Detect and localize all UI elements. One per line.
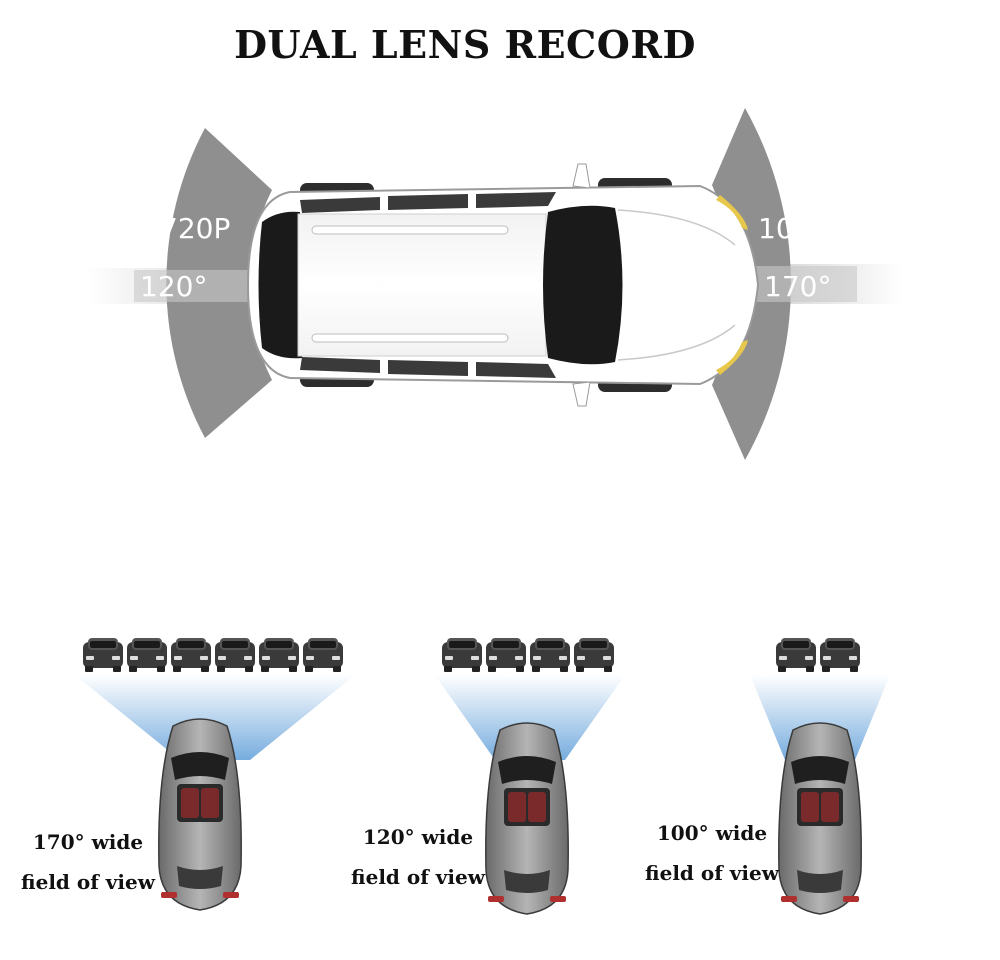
rear-angle-label: 120° bbox=[140, 270, 207, 303]
fov-caption-line2: field of view bbox=[21, 870, 155, 894]
view-beam bbox=[75, 675, 355, 760]
fov-comparison bbox=[75, 638, 890, 915]
view-beam bbox=[750, 675, 890, 760]
traffic-car-icon bbox=[83, 638, 123, 672]
fov-caption-line2: field of view bbox=[351, 865, 485, 889]
fov-caption-line1: 100° wide bbox=[656, 821, 768, 845]
fov-caption-120: 120° wide field of view bbox=[330, 817, 506, 897]
front-resolution-label: 1080P bbox=[758, 212, 846, 245]
fov-caption-line1: 120° wide bbox=[362, 825, 474, 849]
road-band-mid-left bbox=[134, 270, 264, 302]
traffic-car-icon bbox=[776, 638, 816, 672]
traffic-car-icon bbox=[530, 638, 570, 672]
traffic-car-icon bbox=[574, 638, 614, 672]
traffic-car-icon bbox=[442, 638, 482, 672]
road-band-mid-right bbox=[752, 266, 857, 302]
fov-example-2 bbox=[435, 638, 625, 915]
front-lens-icon bbox=[716, 195, 748, 230]
page-title: DUAL LENS RECORD bbox=[234, 22, 696, 67]
rear-resolution-label: 720P bbox=[160, 212, 230, 245]
traffic-car-icon bbox=[171, 638, 211, 672]
fov-caption-170: 170° wide field of view bbox=[0, 822, 176, 902]
fov-example-3 bbox=[750, 638, 890, 915]
car-top-view bbox=[246, 163, 760, 407]
fov-caption-line2: field of view bbox=[645, 861, 779, 885]
traffic-car-icon bbox=[127, 638, 167, 672]
traffic-car-icon bbox=[259, 638, 299, 672]
traffic-car-icon bbox=[820, 638, 860, 672]
dual-lens-diagram: 720P 120° 1080P 170° bbox=[88, 108, 902, 460]
fov-caption-100: 100° wide field of view bbox=[624, 813, 800, 893]
fov-example-1 bbox=[75, 638, 355, 911]
traffic-car-icon bbox=[215, 638, 255, 672]
view-beam bbox=[435, 675, 625, 760]
traffic-car-icon bbox=[303, 638, 343, 672]
fov-caption-line1: 170° wide bbox=[32, 830, 144, 854]
traffic-car-icon bbox=[486, 638, 526, 672]
front-angle-label: 170° bbox=[764, 270, 831, 303]
